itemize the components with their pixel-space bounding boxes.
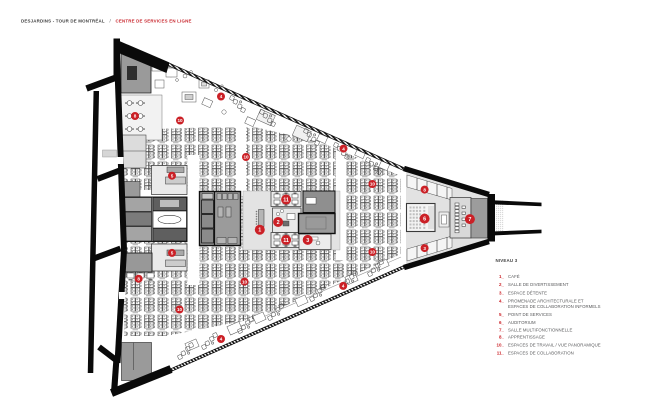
svg-text:5: 5 xyxy=(171,251,174,256)
svg-text:AUDITORIUM: AUDITORIUM xyxy=(508,320,536,325)
svg-text:APPRENTISSAGE: APPRENTISSAGE xyxy=(508,335,545,340)
svg-text:2: 2 xyxy=(277,220,280,226)
svg-text:10: 10 xyxy=(370,250,376,255)
svg-text:POINT DE SERVICES: POINT DE SERVICES xyxy=(508,312,552,317)
svg-text:6: 6 xyxy=(423,217,426,223)
svg-text:11: 11 xyxy=(283,198,289,204)
svg-text:11: 11 xyxy=(283,238,289,244)
svg-text:4: 4 xyxy=(342,146,345,151)
svg-text:SALLE MULTIFONCTIONNELLE: SALLE MULTIFONCTIONNELLE xyxy=(508,327,572,332)
svg-text:4_: 4_ xyxy=(499,298,505,303)
svg-text:3: 3 xyxy=(306,238,309,244)
svg-text:1: 1 xyxy=(258,228,261,234)
svg-text:ESPACES DE COLLABORATION: ESPACES DE COLLABORATION xyxy=(508,350,574,355)
svg-text:2_: 2_ xyxy=(499,282,505,287)
svg-text:CAFÉ: CAFÉ xyxy=(508,274,520,279)
svg-text:SALLE DE DIVERTISSEMENT: SALLE DE DIVERTISSEMENT xyxy=(508,282,569,287)
svg-text:3_: 3_ xyxy=(499,290,505,295)
svg-text:7_: 7_ xyxy=(499,327,505,332)
svg-text:4: 4 xyxy=(220,94,223,99)
svg-text:11_: 11_ xyxy=(497,350,505,355)
svg-text:PROMENADE ARCHITECTURALE ET: PROMENADE ARCHITECTURALE ET xyxy=(508,298,584,303)
svg-text:8: 8 xyxy=(137,276,140,281)
svg-text:10: 10 xyxy=(177,118,183,123)
svg-text:1_: 1_ xyxy=(499,274,505,279)
svg-text:10_: 10_ xyxy=(496,342,504,347)
svg-text:8: 8 xyxy=(134,114,137,119)
svg-text:8_: 8_ xyxy=(499,335,505,340)
svg-text:5_: 5_ xyxy=(499,312,505,317)
svg-text:CENTRE DE SERVICES EN LIGNE: CENTRE DE SERVICES EN LIGNE xyxy=(116,19,192,24)
svg-text:10: 10 xyxy=(370,182,376,187)
svg-text:5: 5 xyxy=(171,173,174,178)
svg-text:10: 10 xyxy=(242,279,248,284)
svg-text:/: / xyxy=(110,19,112,24)
svg-text:ESPACES DE COLLABORATION INFOR: ESPACES DE COLLABORATION INFORMELS xyxy=(508,304,601,309)
svg-text:ESPACES DE TRAVAIL / VUE PANOR: ESPACES DE TRAVAIL / VUE PANORAMIQUE xyxy=(508,342,601,347)
svg-text:6_: 6_ xyxy=(499,320,505,325)
svg-text:DESJARDINS - TOUR DE MONTRÉAL: DESJARDINS - TOUR DE MONTRÉAL xyxy=(21,19,105,24)
svg-text:4: 4 xyxy=(220,337,223,342)
svg-text:8: 8 xyxy=(423,187,426,192)
svg-text:10: 10 xyxy=(243,155,249,160)
svg-text:7: 7 xyxy=(468,217,471,223)
svg-text:3: 3 xyxy=(423,246,426,251)
svg-text:NIVEAU 3: NIVEAU 3 xyxy=(496,258,518,263)
svg-text:10: 10 xyxy=(177,307,183,312)
svg-text:4: 4 xyxy=(342,284,345,289)
svg-text:ESPACE DÉTENTE: ESPACE DÉTENTE xyxy=(508,290,547,295)
